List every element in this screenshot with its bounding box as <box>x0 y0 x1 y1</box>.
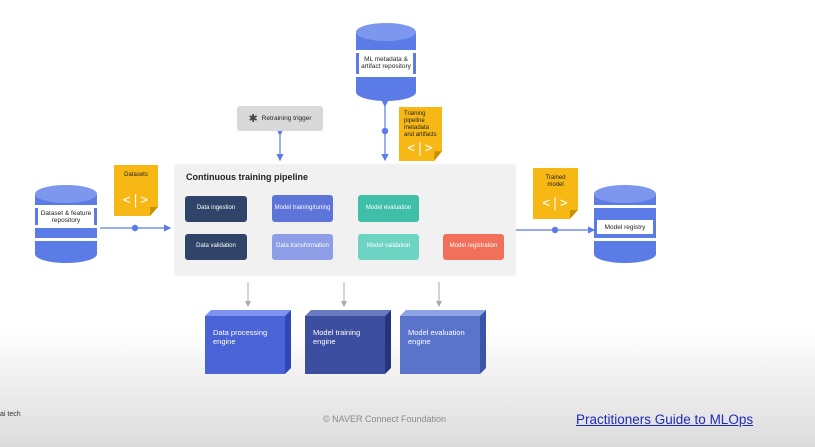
model-evaluation-engine: Model evaluation engine <box>400 310 486 374</box>
dataset-repo-label: Dataset & feature repository <box>40 210 92 225</box>
step-model-registration: Model registration <box>443 234 504 260</box>
registry-connector-dot <box>551 226 559 234</box>
step-model-evaluation: Model evaluation <box>358 195 419 222</box>
dataset-feature-repository: Dataset & feature repository <box>34 184 98 264</box>
step-data-ingestion: Data ingestion <box>185 196 247 222</box>
cube-icon <box>400 310 486 374</box>
model-training-engine: Model training engine <box>305 310 391 374</box>
model-evaluation-engine-label: Model evaluation engine <box>408 328 465 347</box>
trained-model-note: Trained model <|> <box>533 168 578 219</box>
code-icon: <|> <box>542 196 569 211</box>
cube-icon <box>305 310 391 374</box>
data-processing-engine: Data processing engine <box>205 310 291 374</box>
datasets-note-label: Datasets <box>124 172 148 178</box>
code-icon: <|> <box>407 141 434 156</box>
retraining-trigger-label: Retraining trigger <box>261 115 312 122</box>
trigger-icon: ✱ <box>248 113 258 125</box>
metadata-repo-label: ML metadata & artifact repository <box>361 56 411 71</box>
data-processing-engine-label: Data processing engine <box>213 328 268 347</box>
metadata-connector-dot <box>381 127 389 135</box>
cube-icon <box>205 310 291 374</box>
datasets-note: Datasets <|> <box>114 165 158 216</box>
training-pipeline-note-label: Training pipeline metadata and artifacts <box>404 111 437 138</box>
trained-model-note-label: Trained model <box>545 175 566 188</box>
cylinder-icon <box>594 185 656 263</box>
step-model-validation: Model validation <box>358 234 419 260</box>
training-pipeline-metadata-note: Training pipeline metadata and artifacts… <box>399 107 442 161</box>
retraining-trigger: ✱ Retraining trigger <box>237 106 323 131</box>
step-data-validation: Data validation <box>185 234 247 260</box>
code-icon: <|> <box>122 193 150 208</box>
step-data-transformation: Data transformation <box>272 234 333 260</box>
model-registry: Model registry <box>593 184 657 264</box>
cylinder-icon <box>356 23 416 101</box>
pipeline-title: Continuous training pipeline <box>186 172 308 182</box>
ml-metadata-artifact-repository: ML metadata & artifact repository <box>355 22 417 102</box>
model-registry-label: Model registry <box>604 224 646 231</box>
cylinder-icon <box>35 185 97 263</box>
practitioners-guide-link[interactable]: Practitioners Guide to MLOps <box>576 412 754 427</box>
footer-left-text: ai tech <box>0 411 21 418</box>
model-training-engine-label: Model training engine <box>313 328 361 347</box>
footer-copyright: © NAVER Connect Foundation <box>323 414 447 424</box>
dataset-connector-dot <box>131 224 139 232</box>
step-model-training: Model training/tuning <box>272 195 333 222</box>
